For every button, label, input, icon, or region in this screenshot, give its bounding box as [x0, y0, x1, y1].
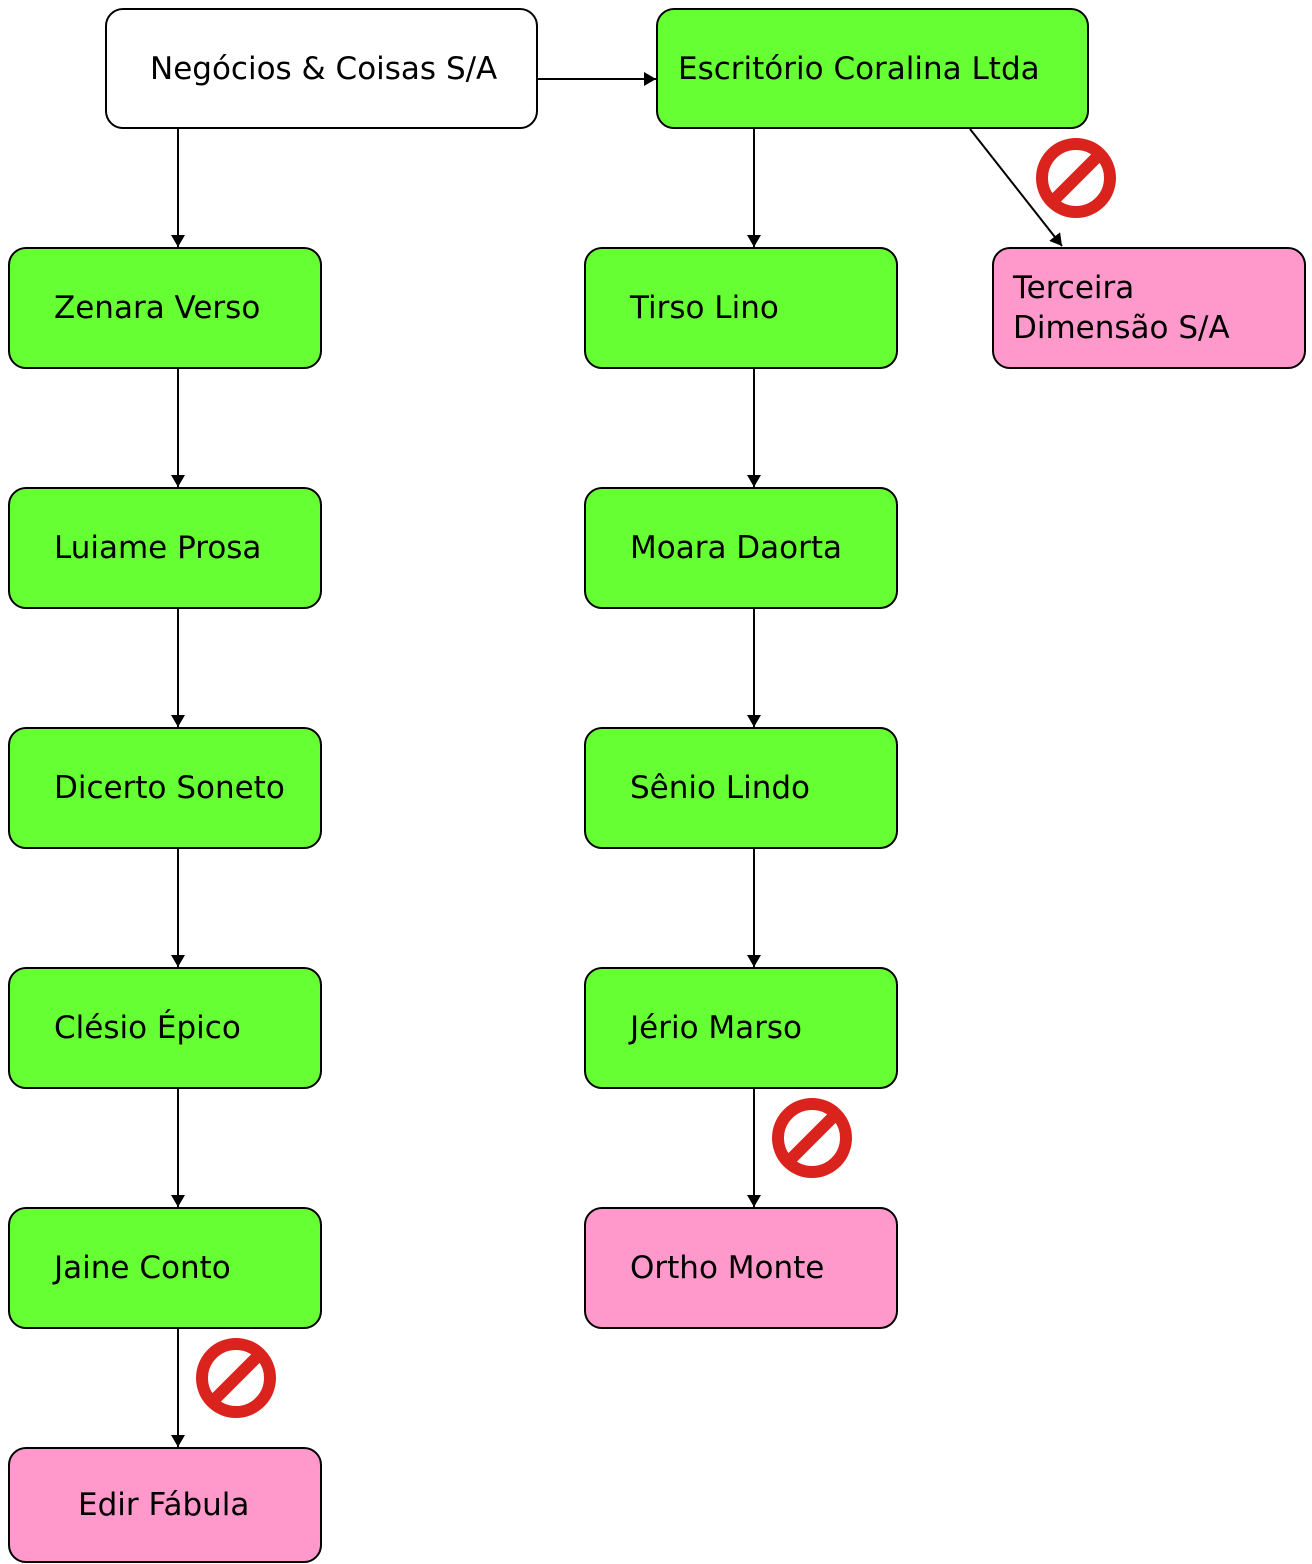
prohibited-icon-ortho [772, 1098, 852, 1178]
node-label: Ortho Monte [630, 1250, 825, 1286]
node-label: Tirso Lino [630, 290, 779, 326]
node-label: Escritório Coralina Ltda [678, 50, 1040, 87]
node-jaine[interactable]: Jaine Conto [8, 1207, 322, 1329]
node-negocios[interactable]: Negócios & Coisas S/A [105, 8, 538, 129]
node-escritorio[interactable]: Escritório Coralina Ltda [656, 8, 1089, 129]
node-ortho[interactable]: Ortho Monte [584, 1207, 898, 1329]
node-senio[interactable]: Sênio Lindo [584, 727, 898, 849]
prohibited-icon-terceira [1036, 138, 1116, 218]
node-label: Zenara Verso [54, 290, 261, 326]
node-label: Jério Marso [630, 1010, 802, 1046]
node-label: Terceira Dimensão S/A [1013, 270, 1230, 346]
node-luiame[interactable]: Luiame Prosa [8, 487, 322, 609]
node-clesio[interactable]: Clésio Épico [8, 967, 322, 1089]
node-label: Sênio Lindo [630, 770, 811, 806]
node-label: Luiame Prosa [54, 530, 262, 566]
node-moara[interactable]: Moara Daorta [584, 487, 898, 609]
node-label: Edir Fábula [78, 1487, 250, 1523]
edge-escritorio-terceira [969, 128, 1063, 247]
node-label: Moara Daorta [630, 530, 843, 566]
node-dicerto[interactable]: Dicerto Soneto [8, 727, 322, 849]
node-label: Dicerto Soneto [54, 770, 285, 806]
node-zenara[interactable]: Zenara Verso [8, 247, 322, 369]
node-tirso[interactable]: Tirso Lino [584, 247, 898, 369]
node-terceira[interactable]: Terceira Dimensão S/A [992, 247, 1306, 369]
node-label: Jaine Conto [54, 1250, 231, 1286]
prohibited-icon-edir [196, 1338, 276, 1418]
node-jerio[interactable]: Jério Marso [584, 967, 898, 1089]
node-edir[interactable]: Edir Fábula [8, 1447, 322, 1563]
node-label: Negócios & Coisas S/A [150, 50, 498, 87]
node-label: Clésio Épico [54, 1010, 241, 1046]
